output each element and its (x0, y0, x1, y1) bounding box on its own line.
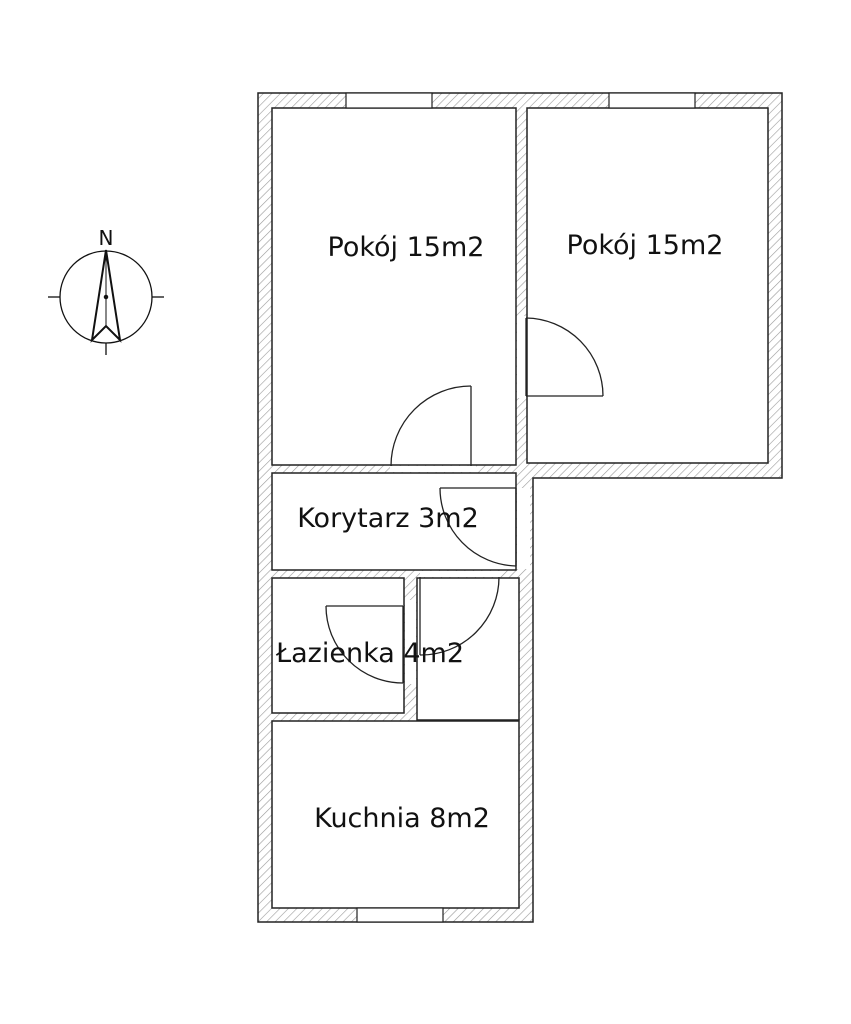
window-top-left (345, 92, 433, 109)
door-kitchen (419, 576, 500, 656)
door-bathroom (325, 605, 404, 684)
room-label-kuchnia: Kuchnia 8m2 (314, 803, 490, 834)
room-label-korytarz: Korytarz 3m2 (297, 503, 479, 534)
north-arrow-icon (48, 249, 164, 355)
window-top-right (608, 92, 696, 109)
door-corridor (439, 487, 517, 567)
door-swings (325, 317, 604, 684)
windows (345, 92, 696, 923)
door-room1 (390, 385, 472, 467)
door-room2 (525, 317, 604, 397)
room-label-pokoj-1: Pokój 15m2 (328, 232, 485, 263)
north-label: N (99, 226, 114, 250)
door-openings (390, 316, 530, 684)
room-label-lazienka: Łazienka 4m2 (275, 638, 464, 669)
window-bottom (356, 907, 444, 923)
room-label-pokoj-2: Pokój 15m2 (567, 230, 724, 261)
